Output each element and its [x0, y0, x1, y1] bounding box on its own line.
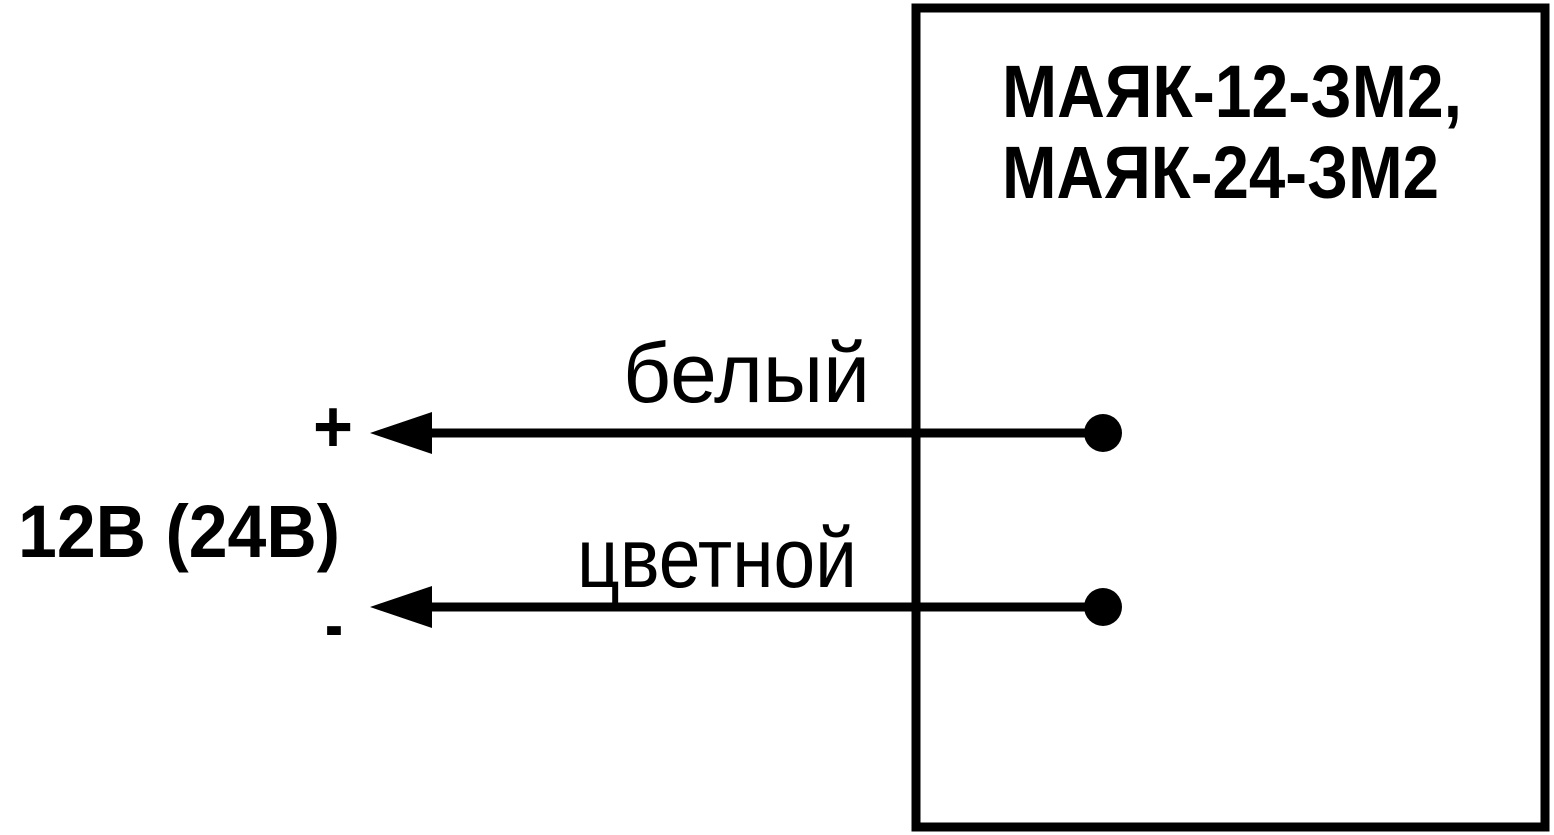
wire-white-terminal-dot: [1084, 414, 1122, 452]
power-supply-label: 12В (24В): [18, 490, 340, 573]
device-box: [911, 3, 1550, 832]
minus-sign: -: [325, 583, 343, 666]
device-name-line1: МАЯК-12-ЗМ2,: [1002, 50, 1462, 133]
wire-white-arrowhead-icon: [370, 412, 432, 454]
wire-colored-terminal-dot: [1084, 588, 1122, 626]
plus-sign: +: [313, 385, 353, 468]
wire-colored-arrowhead-icon: [370, 586, 432, 628]
device-name-line2: МАЯК-24-ЗМ2: [1002, 131, 1439, 214]
wire-white-label: белый: [623, 326, 870, 420]
wire-colored-label: цветной: [577, 511, 857, 605]
